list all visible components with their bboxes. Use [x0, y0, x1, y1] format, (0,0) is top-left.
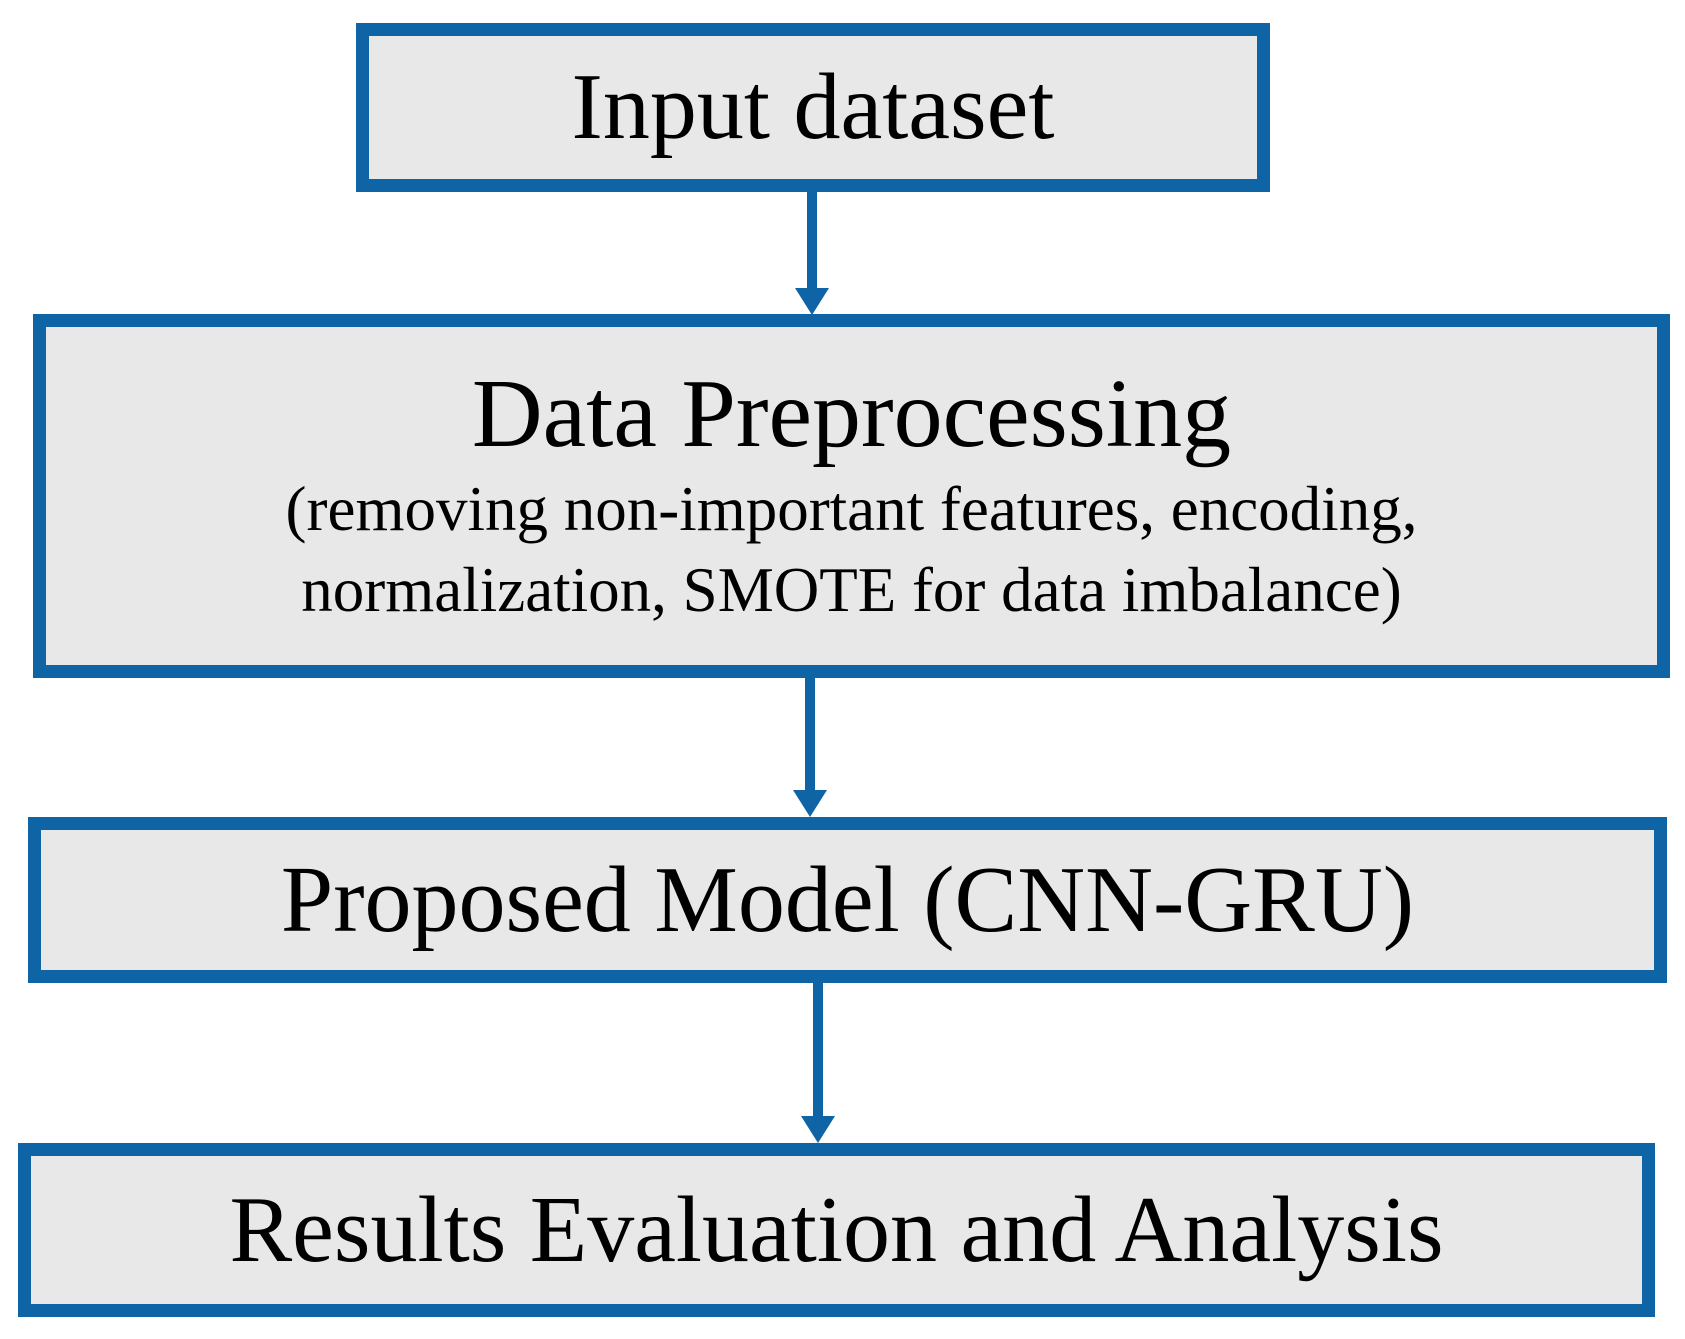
down-arrow-icon — [793, 678, 827, 817]
flowchart-box-results-evaluation: Results Evaluation and Analysis — [18, 1143, 1655, 1317]
flowchart-box-data-preprocessing: Data Preprocessing (removing non-importa… — [33, 314, 1670, 678]
down-arrow-icon — [795, 192, 829, 315]
arrow-stem — [807, 192, 817, 288]
arrow-head — [793, 790, 827, 817]
data-preprocessing-detail-line2: normalization, SMOTE for data imbalance) — [301, 554, 1402, 625]
arrow-stem — [813, 983, 823, 1116]
arrow-head — [801, 1116, 835, 1143]
arrow-head — [795, 288, 829, 315]
data-preprocessing-title: Data Preprocessing — [471, 360, 1232, 469]
flowchart-box-proposed-model: Proposed Model (CNN-GRU) — [28, 817, 1667, 983]
results-evaluation-label: Results Evaluation and Analysis — [229, 1177, 1444, 1282]
flowchart-box-input-dataset: Input dataset — [356, 23, 1270, 192]
data-preprocessing-detail-line1: (removing non-important features, encodi… — [285, 474, 1418, 545]
down-arrow-icon — [801, 983, 835, 1143]
proposed-model-label: Proposed Model (CNN-GRU) — [280, 847, 1415, 952]
arrow-stem — [805, 678, 815, 790]
input-dataset-label: Input dataset — [571, 55, 1055, 160]
